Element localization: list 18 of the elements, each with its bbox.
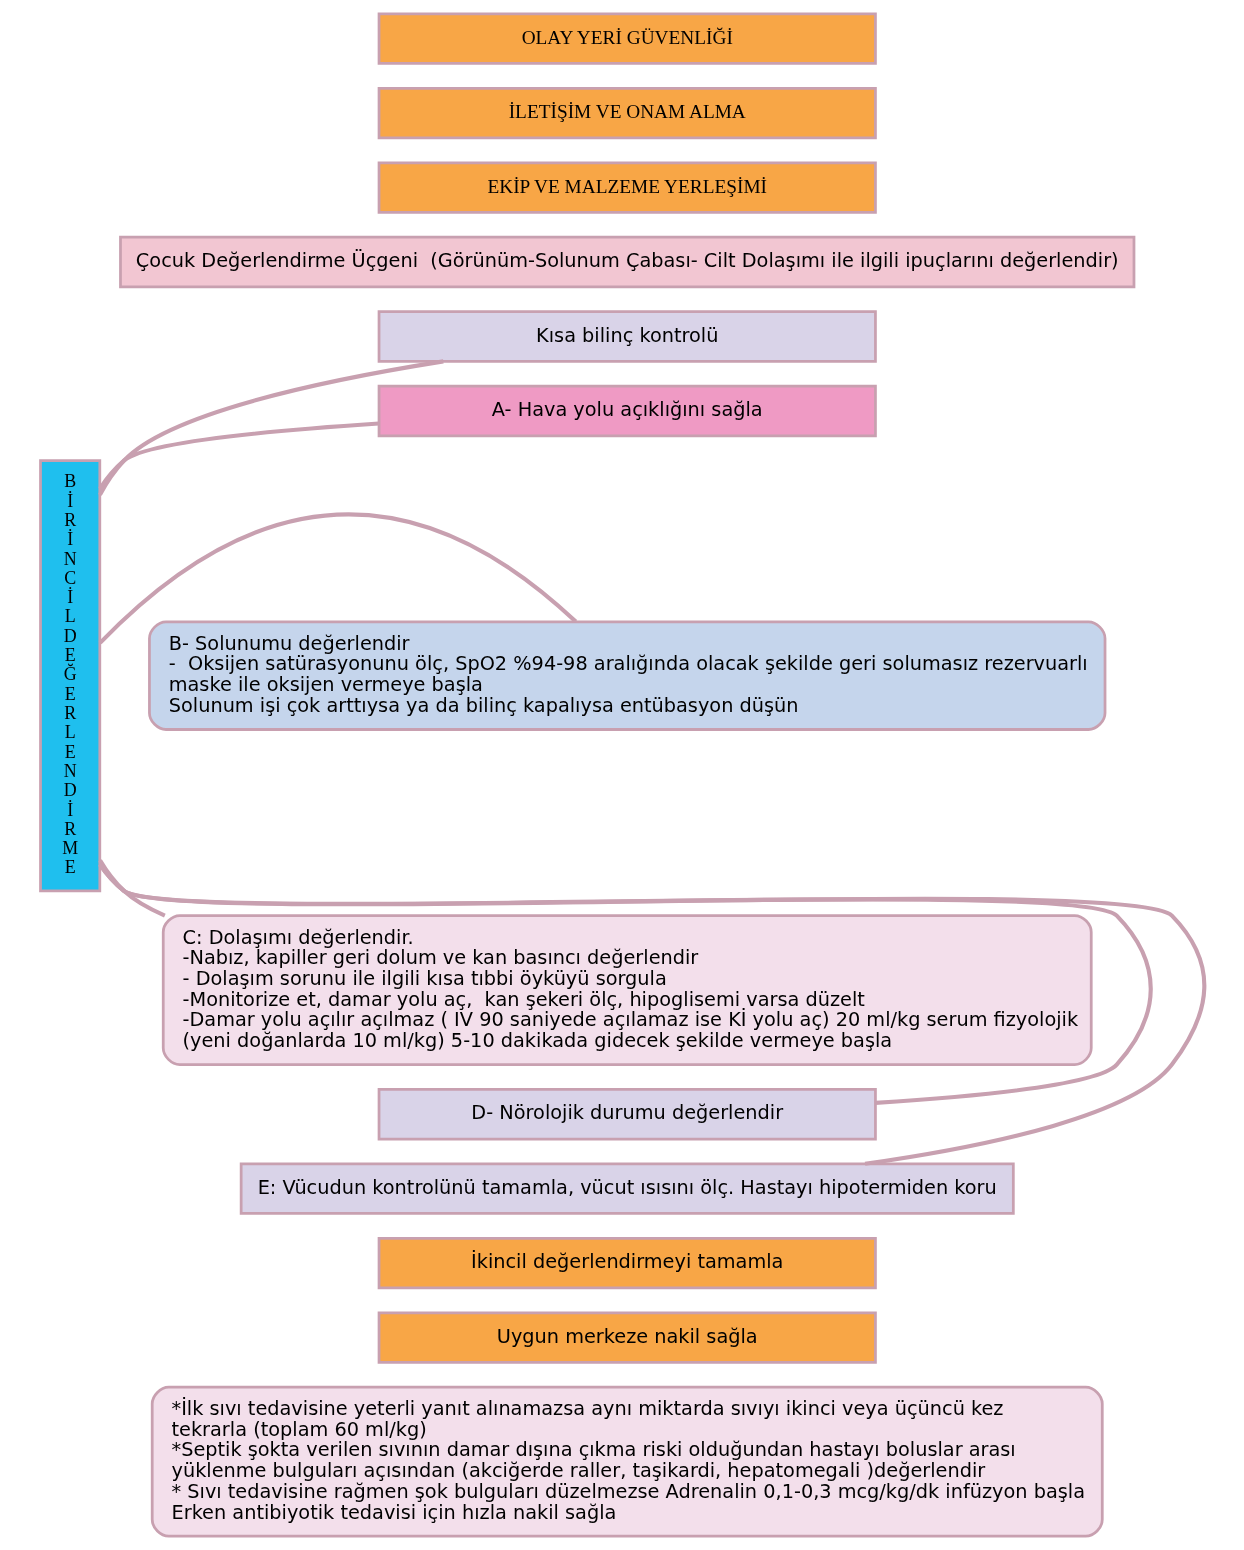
node-box: E: Vücudun kontrolünü tamamla, vücut ısısını ölç. Hastayı hipotermiden koru bbox=[239, 1162, 1015, 1215]
node-box: Çocuk Değerlendirme Üçgeni (Görünüm-Solunum Çabası- Cilt Dolaşımı ile ilgili ipuçlarını değerlendir) bbox=[118, 235, 1135, 289]
node-box: Kısa bilinç kontrolü bbox=[377, 310, 877, 363]
node-box: A- Hava yolu açıklığını sağla bbox=[377, 384, 877, 438]
node-box: OLAY YERİ GÜVENLİĞİ bbox=[377, 12, 877, 65]
node-box: İLETİŞİM VE ONAM ALMA bbox=[377, 86, 877, 140]
node-box: B- Solunumu değerlendir - Oksijen satürasyonunu ölç, SpO2 %94-98 aralığında olacak şekilde geri solumasız rezervuarlı maske ile oksijen vermeye başla Solunum işi çok arttıysa ya da bilinç kapalıysa entübasyon düşün bbox=[147, 620, 1106, 731]
connector bbox=[97, 859, 166, 918]
node-box: Uygun merkeze nakil sağla bbox=[377, 1311, 877, 1364]
node-box: D- Nörolojik durumu değerlendir bbox=[377, 1088, 877, 1141]
node-box: BİRİNCİL DEĞERLENDİRME bbox=[38, 459, 101, 893]
node-box: İkincil değerlendirmeyi tamamla bbox=[377, 1236, 877, 1290]
connector bbox=[98, 512, 577, 645]
node-box: C: Dolaşımı değerlendir. -Nabız, kapiller geri dolum ve kan basıncı değerlendir - Dolaşım sorunu ile ilgili kısa tıbbi öyküyü sorgula -Monitorize et, damar yolu aç, kan şekeri ölç, hipoglisemi varsa düzelt -Damar yolu açılır açılmaz ( IV 90 saniyede açılamaz ise Kİ yolu aç) 20 ml/kg serum fizyolojik (yeni doğanlarda 10 ml/kg) 5-10 dakikada gidecek şekilde vermeye başla bbox=[161, 914, 1093, 1066]
node-box: *İlk sıvı tedavisine yeterli yanıt alınamazsa aynı miktarda sıvıyı ikinci veya üçüncü kez tekrarla (toplam 60 ml/kg) *Septik şokta verilen sıvının damar dışına çıkma riski olduğundan hastayı boluslar arası yüklenme bulguları açısından (akciğerde raller, taşikardi, hepatomegali )değerlendir * Sıvı tedavisine rağmen şok bulguları düzelmezse Adrenalin 0,1-0,3 mcg/kg/dk infüzyon başla Erken antibiyotik tedavisi için hızla nakil sağla bbox=[150, 1385, 1104, 1538]
node-box: EKİP VE MALZEME YERLEŞİMİ bbox=[377, 161, 877, 214]
connector bbox=[97, 863, 1206, 1166]
connector bbox=[97, 421, 379, 490]
